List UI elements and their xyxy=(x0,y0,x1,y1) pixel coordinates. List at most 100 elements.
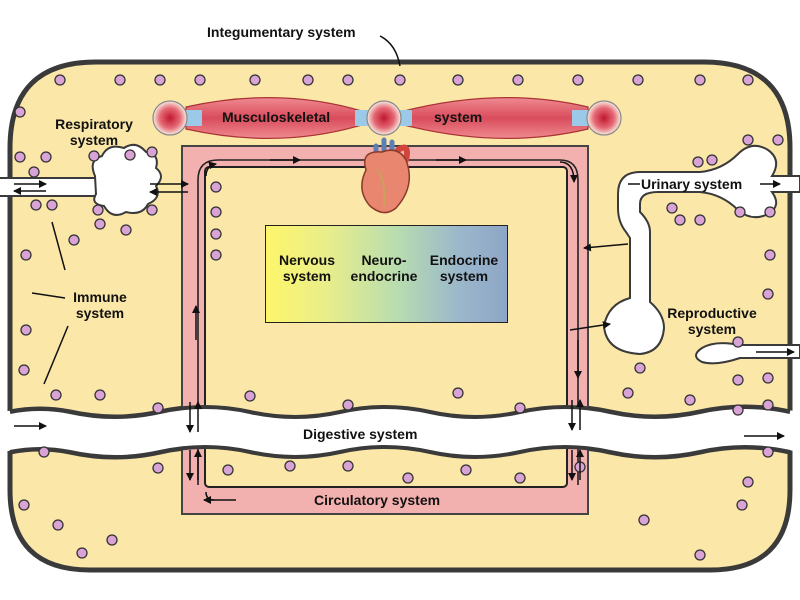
cell-dot xyxy=(210,181,222,193)
cell-dot xyxy=(284,460,296,472)
cell-dot xyxy=(762,399,774,411)
immune-cells xyxy=(14,74,784,561)
circulatory-label: Circulatory system xyxy=(314,492,441,508)
nervous-system-label: Nervous system xyxy=(272,252,342,284)
muscle-right xyxy=(399,97,589,139)
nervous-line1: Nervous xyxy=(278,252,336,268)
cell-dot xyxy=(14,106,26,118)
cell-dot xyxy=(634,362,646,374)
endocrine-line2: system xyxy=(439,268,489,284)
cell-dot xyxy=(452,387,464,399)
endocrine-line1: Endocrine xyxy=(429,252,499,268)
cell-dot xyxy=(762,446,774,458)
cell-dot xyxy=(342,460,354,472)
cell-dot xyxy=(732,336,744,348)
cell-dot xyxy=(249,74,261,86)
digestive-label: Digestive system xyxy=(303,426,418,442)
urinary-tract xyxy=(602,144,800,356)
tendon-left xyxy=(186,110,202,126)
cell-dot xyxy=(692,156,704,168)
cell-dot xyxy=(40,151,52,163)
cell-dot xyxy=(764,206,776,218)
cell-dot xyxy=(46,199,58,211)
neuroendocrine-box: Nervous system Neuro- endocrine Endocrin… xyxy=(265,225,508,323)
cell-dot xyxy=(674,214,686,226)
cell-dot xyxy=(210,206,222,218)
cell-dot xyxy=(514,472,526,484)
tendon-mid-right xyxy=(398,110,412,126)
cell-dot xyxy=(694,549,706,561)
cell-dot xyxy=(244,390,256,402)
cell-dot xyxy=(94,218,106,230)
neuro-line1: Neuro- xyxy=(361,252,407,268)
tendon-mid-left xyxy=(355,110,369,126)
cell-dot xyxy=(114,74,126,86)
urinary-label: Urinary system xyxy=(641,176,743,192)
cell-dot xyxy=(452,74,464,86)
respiratory-label-line2: system xyxy=(69,132,119,148)
cell-dot xyxy=(106,534,118,546)
cell-dot xyxy=(460,464,472,476)
cell-dot xyxy=(18,499,30,511)
cell-dot xyxy=(734,206,746,218)
cell-dot xyxy=(638,514,650,526)
integumentary-label: Integumentary system xyxy=(207,24,356,40)
cell-dot xyxy=(88,150,100,162)
cell-dot xyxy=(684,394,696,406)
cell-dot xyxy=(18,364,30,376)
cell-dot xyxy=(694,214,706,226)
cell-dot xyxy=(762,288,774,300)
neuroendocrine-label: Neuro- endocrine xyxy=(342,252,426,284)
cell-dot xyxy=(394,74,406,86)
cell-dot xyxy=(54,74,66,86)
cell-dot xyxy=(732,374,744,386)
cell-dot xyxy=(94,389,106,401)
cell-dot xyxy=(764,249,776,261)
bone-middle xyxy=(366,100,402,136)
cell-dot xyxy=(632,74,644,86)
cell-dot xyxy=(622,387,634,399)
cell-dot xyxy=(742,74,754,86)
cell-dot xyxy=(14,151,26,163)
reproductive-label-line1: Reproductive xyxy=(667,305,757,321)
digestive-upper-wall xyxy=(9,405,791,419)
cell-dot xyxy=(124,149,136,161)
cell-dot xyxy=(222,464,234,476)
cell-dot xyxy=(154,74,166,86)
cell-dot xyxy=(50,389,62,401)
cell-dot xyxy=(92,204,104,216)
musculoskeletal-figure xyxy=(152,97,622,139)
cell-dot xyxy=(694,74,706,86)
bone-right xyxy=(586,100,622,136)
cell-dot xyxy=(402,472,414,484)
cell-dot xyxy=(514,402,526,414)
cell-dot xyxy=(146,204,158,216)
digestive-tract xyxy=(0,407,800,457)
endocrine-system-label: Endocrine system xyxy=(424,252,504,284)
cell-dot xyxy=(762,372,774,384)
musculoskeletal-label: Musculoskeletal xyxy=(222,109,331,125)
tendon-right xyxy=(572,110,588,126)
cell-dot xyxy=(20,249,32,261)
cell-dot xyxy=(732,404,744,416)
immune-label: Immune system xyxy=(64,289,136,321)
heart-illustration xyxy=(361,137,411,214)
respiratory-label-line1: Respiratory xyxy=(55,116,133,132)
cell-dot xyxy=(76,547,88,559)
cell-dot xyxy=(342,74,354,86)
nervous-line2: system xyxy=(282,268,332,284)
label-leader-lines xyxy=(31,35,781,385)
cell-dot xyxy=(210,228,222,240)
cell-dot xyxy=(146,146,158,158)
cell-dot xyxy=(30,199,42,211)
flow-arrows xyxy=(13,156,795,504)
airway-passage xyxy=(0,178,110,196)
cell-dot xyxy=(20,324,32,336)
immune-label-line2: system xyxy=(75,305,125,321)
digestive-lower-wall xyxy=(9,445,791,459)
lung-outline xyxy=(91,143,162,216)
cell-dot xyxy=(68,234,80,246)
reproductive-label-line2: system xyxy=(687,321,737,337)
musculoskeletal-label-system: system xyxy=(434,109,483,125)
reproductive-duct xyxy=(695,342,800,365)
